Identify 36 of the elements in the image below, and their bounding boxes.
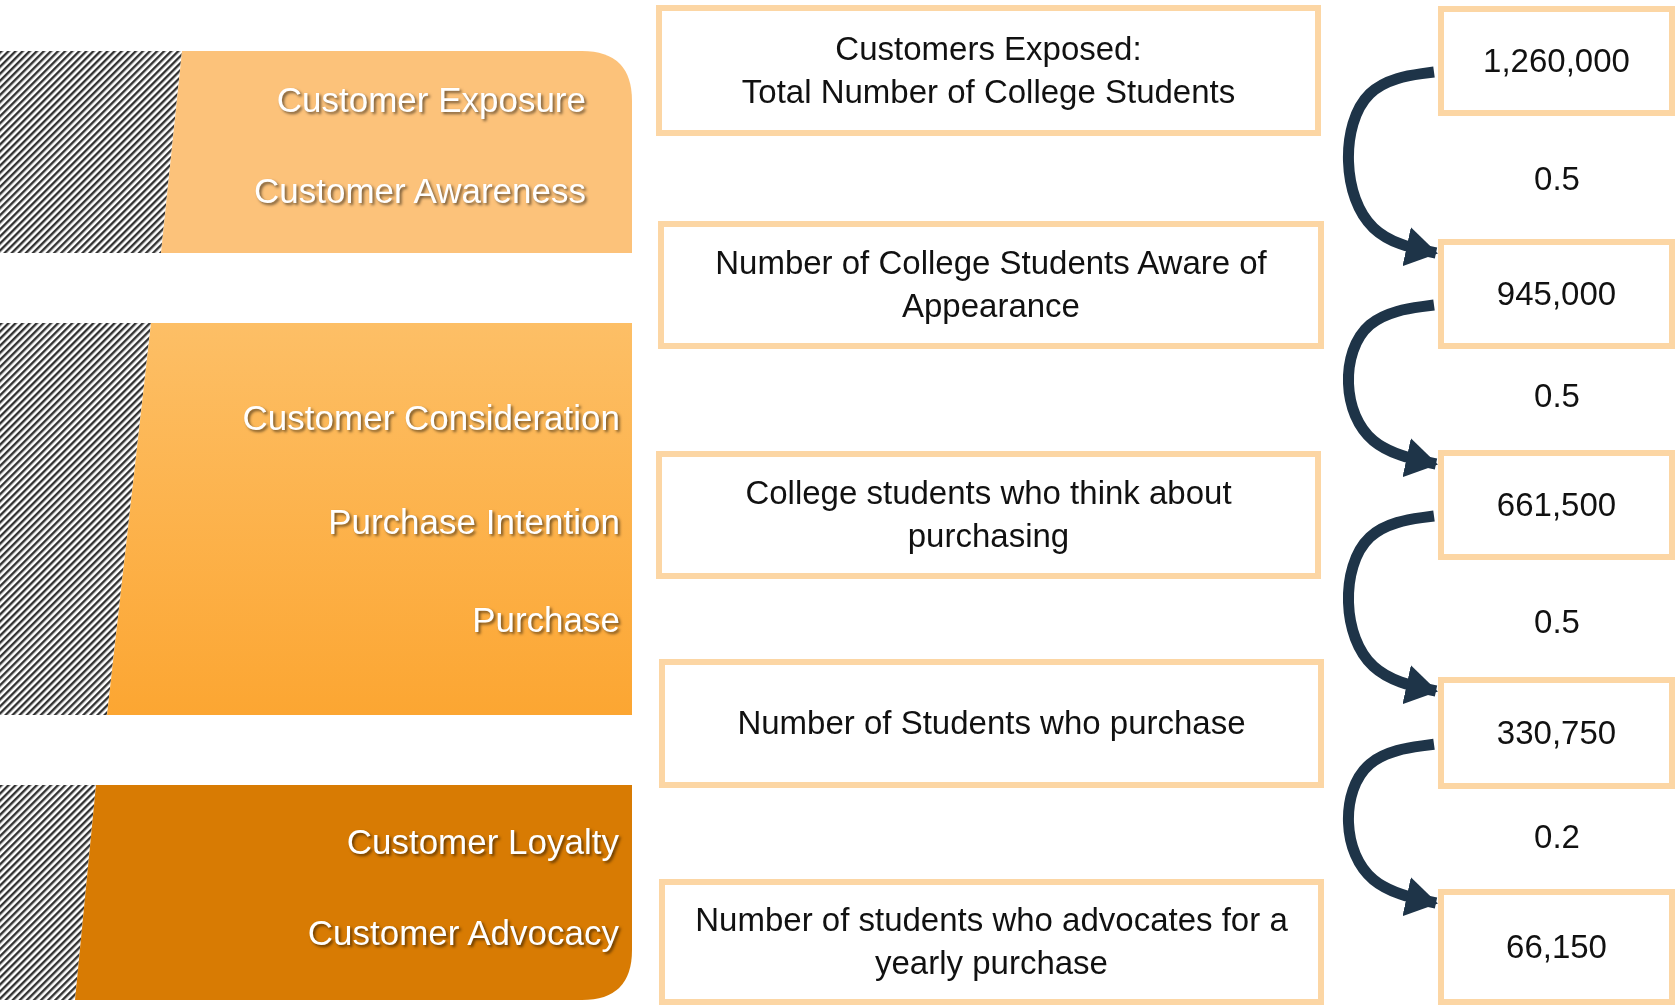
curved-arrow [1342, 738, 1438, 917]
curved-arrow [1342, 510, 1438, 705]
stage-label: Customer Awareness [254, 171, 586, 211]
value-text: 661,500 [1496, 484, 1617, 525]
value-text: 66,150 [1506, 926, 1607, 967]
stage-label: Purchase Intention [328, 502, 620, 542]
description-box [659, 659, 1324, 788]
stage-label: Purchase [472, 600, 620, 640]
conversion-rate: 0.2 [1534, 818, 1580, 856]
conversion-rate: 0.5 [1534, 603, 1580, 641]
curved-arrow [1342, 299, 1438, 478]
value-box [1438, 677, 1675, 789]
value-box [1438, 889, 1675, 1005]
description-box [656, 5, 1321, 136]
stage-label: Customer Exposure [276, 80, 586, 120]
description-text: Number of students who advocates for a yearly purchase [694, 900, 1289, 983]
curved-arrow [1342, 66, 1438, 267]
description-box [658, 221, 1324, 349]
conversion-rate: 0.5 [1534, 377, 1580, 415]
conversion-rate: 0.5 [1534, 160, 1580, 198]
stage-label: Customer Consideration [242, 398, 620, 438]
description-text: Number of College Students Aware of Appearance [714, 243, 1268, 326]
description-text: Customers Exposed: [835, 28, 1142, 69]
description-text: Number of Students who purchase [737, 703, 1246, 744]
stage-label: Customer Advocacy [307, 913, 619, 953]
value-text: 330,750 [1496, 712, 1617, 753]
value-box [1438, 450, 1675, 560]
value-box [1438, 6, 1675, 116]
value-box [1438, 239, 1675, 349]
description-text: Total Number of College Students [741, 71, 1236, 112]
description-box [659, 879, 1324, 1005]
value-text: 945,000 [1496, 273, 1617, 314]
description-text: College students who think about purchasing [744, 473, 1233, 556]
value-text: 1,260,000 [1483, 40, 1630, 81]
stage-label: Customer Loyalty [346, 822, 619, 862]
description-box [656, 451, 1321, 579]
